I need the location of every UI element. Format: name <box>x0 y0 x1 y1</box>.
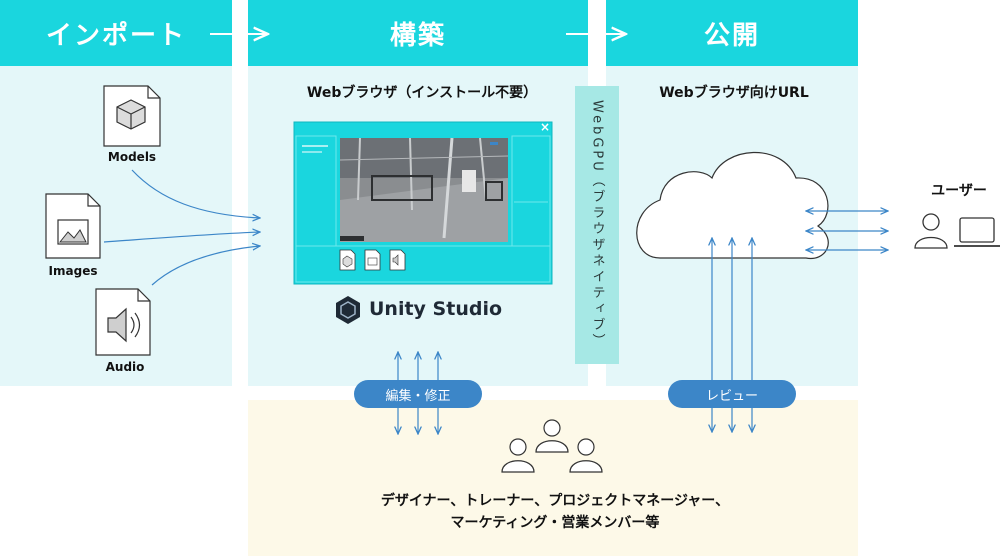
audio-flow-arrow <box>151 246 260 286</box>
images-flow-arrow <box>103 232 260 243</box>
image-file-icon <box>45 193 101 259</box>
edit-arrows <box>398 352 438 434</box>
edit-pill: 編集・修正 <box>354 380 482 408</box>
publish-header-title: 公開 <box>703 20 760 51</box>
unity-studio-logo-text: Unity Studio <box>369 298 503 320</box>
team-icon <box>501 419 603 473</box>
3d-viewport <box>339 137 509 242</box>
team-description-line1: デザイナー、トレーナー、プロジェクトマネージャー、 <box>380 493 730 509</box>
review-pill: レビュー <box>668 380 796 408</box>
import-header: インポート <box>0 0 232 66</box>
publish-subtitle: Webブラウザ向けURL <box>659 85 809 101</box>
cube-file-icon <box>103 85 161 147</box>
models-flow-arrow <box>131 169 260 218</box>
user-access-arrows <box>806 211 888 250</box>
build-subtitle: Webブラウザ（インストール不要） <box>306 85 538 101</box>
audio-label: Audio <box>105 360 145 374</box>
edit-pill-label: 編集・修正 <box>385 388 451 404</box>
webgpu-label: WebGPU（ブラウザネイティブ） <box>589 100 605 350</box>
review-arrows <box>712 238 752 432</box>
browser-image-icon <box>364 249 381 271</box>
images-label: Images <box>48 264 98 278</box>
team-description: デザイナー、トレーナー、プロジェクトマネージャー、 マーケティング・営業メンバー… <box>340 490 770 534</box>
import-header-title: インポート <box>45 20 186 51</box>
build-header-title: 構築 <box>389 20 446 51</box>
user-icon <box>914 213 948 249</box>
unity-logo-icon <box>336 296 360 324</box>
audio-file-icon <box>95 288 151 356</box>
webgpu-band: WebGPU（ブラウザネイティブ） <box>575 86 619 364</box>
browser-model-icon <box>339 249 356 271</box>
users-label: ユーザー <box>931 183 987 199</box>
team-description-line2: マーケティング・営業メンバー等 <box>450 515 660 531</box>
build-header: 構築 <box>248 0 588 66</box>
review-pill-label: レビュー <box>705 388 758 404</box>
browser-close-icon[interactable]: × <box>539 120 551 134</box>
publish-header: 公開 <box>606 0 858 66</box>
laptop-icon <box>954 217 1000 247</box>
browser-audio-icon <box>389 249 406 271</box>
browser-window <box>293 121 553 285</box>
models-label: Models <box>107 150 157 164</box>
